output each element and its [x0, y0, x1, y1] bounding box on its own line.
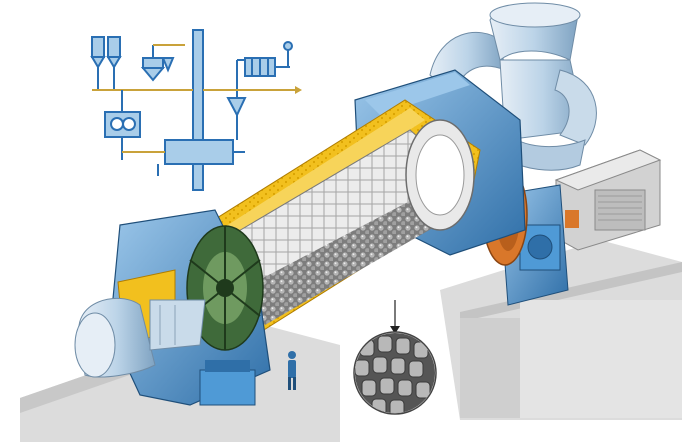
concrete-foundation	[20, 240, 682, 442]
inset-pointer	[390, 300, 400, 334]
grinding-media-inset-icon	[353, 331, 437, 415]
separator-duct-icon	[429, 2, 597, 171]
feed-chute-icon	[74, 297, 206, 378]
mill-diaphragm	[186, 225, 264, 351]
drive-motor-icon	[554, 149, 662, 251]
flow-schematic-icon	[90, 29, 302, 191]
worker-figure-icon	[288, 351, 296, 390]
mill-interior	[214, 119, 475, 326]
inlet-bearing	[199, 360, 256, 406]
